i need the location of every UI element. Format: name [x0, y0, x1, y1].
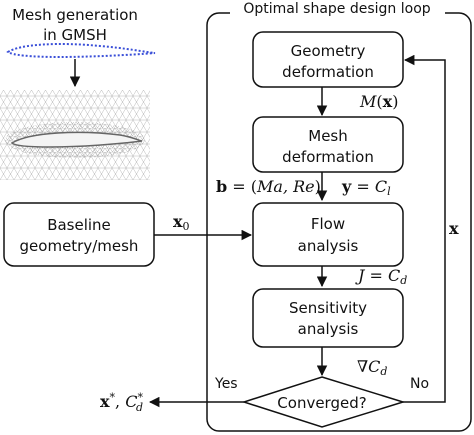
mesh-deformation-box: [252, 116, 404, 173]
mesh-line2: deformation: [282, 148, 374, 166]
converged-label: Converged?: [277, 394, 366, 412]
converged-decision: [241, 376, 406, 428]
sensitivity-line1: Sensitivity: [289, 299, 367, 317]
geometry-line2: deformation: [282, 63, 374, 81]
baseline-line1: Baseline: [47, 216, 111, 234]
airfoil-outline: [6, 43, 156, 59]
mesh-line1: Mesh: [308, 127, 348, 145]
flow-line1: Flow: [311, 215, 345, 233]
label-output: x*, C*d: [100, 391, 143, 414]
loop-title: Optimal shape design loop: [243, 1, 430, 17]
label-y-equals: y = Cl: [341, 177, 391, 198]
baseline-line2: geometry/mesh: [20, 237, 139, 255]
label-x-feedback: x: [449, 219, 459, 238]
mesh-title-line1: Mesh generation: [12, 6, 138, 24]
label-x0: x0: [173, 212, 190, 233]
label-j-equals: J = Cd: [355, 266, 407, 287]
sensitivity-analysis-box: [252, 288, 404, 348]
sensitivity-line2: analysis: [298, 320, 359, 338]
label-b-equals: b = (Ma, Re): [216, 177, 321, 196]
geometry-line1: Geometry: [291, 42, 366, 60]
flow-analysis-box: [252, 202, 404, 267]
label-grad-cd: ∇Cd: [357, 357, 387, 378]
flow-line2: analysis: [298, 237, 359, 255]
mesh-image: [0, 90, 150, 180]
mesh-title-line2: in GMSH: [43, 26, 107, 44]
geometry-deformation-box: [252, 31, 404, 88]
arrow-no-feedback: [403, 54, 446, 403]
label-m-of-x: M(x): [359, 92, 398, 111]
baseline-box: [3, 202, 155, 267]
label-yes: Yes: [214, 376, 238, 392]
label-no: No: [410, 376, 429, 392]
